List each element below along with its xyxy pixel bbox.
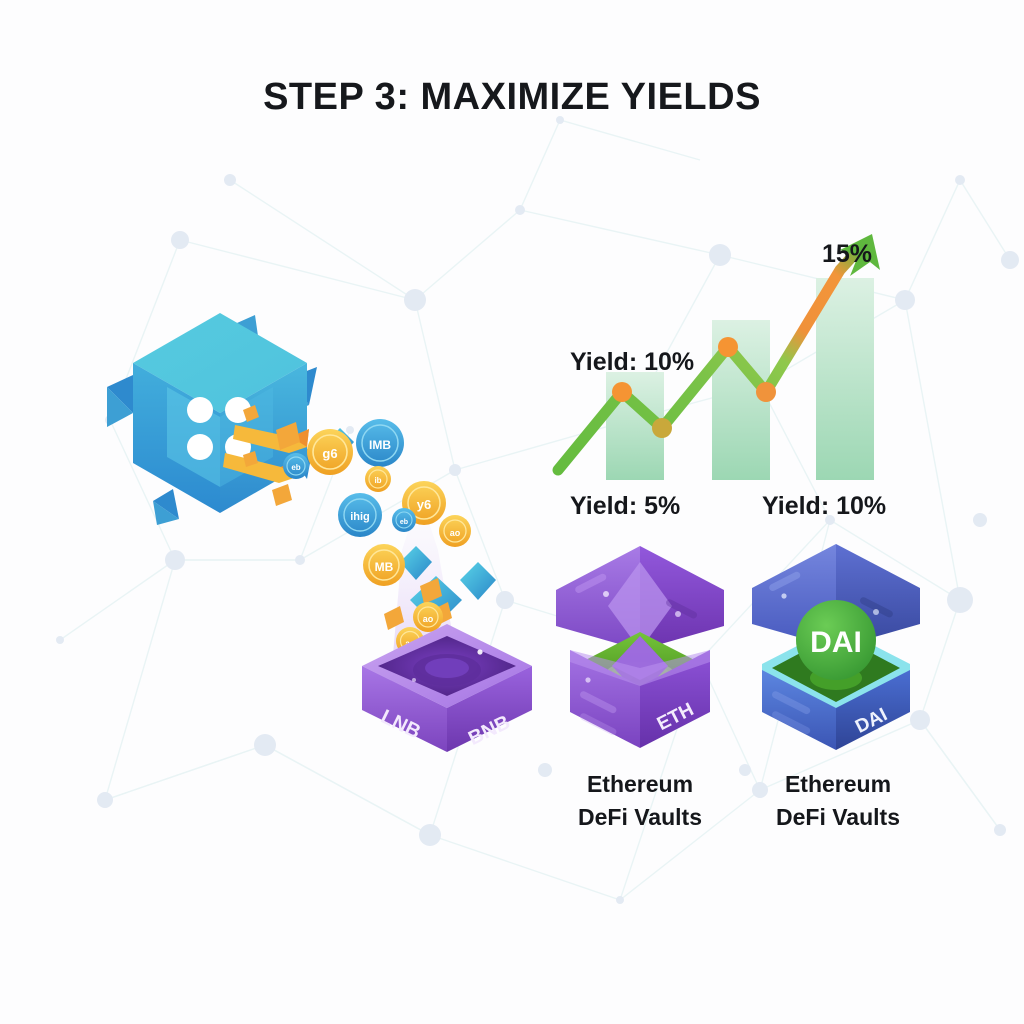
- cube-indicator-dots: [187, 397, 251, 460]
- coin-group: eb g6 IMB ib ihig: [283, 419, 471, 655]
- coin-blue-3: ihig: [338, 493, 382, 537]
- chart-arrow-head: [840, 234, 880, 276]
- svg-text:ihig: ihig: [350, 511, 370, 523]
- eth-box-face-left: [570, 650, 640, 748]
- eth-lid-diamond: [608, 562, 672, 650]
- chart-annotation-peak: 15%: [822, 240, 873, 268]
- svg-text:MB: MB: [375, 560, 394, 574]
- coin-gold-1: g6: [307, 429, 353, 475]
- bnb-face-left: [362, 666, 447, 752]
- svg-text:IMB: IMB: [369, 438, 391, 452]
- coin-blue-1: eb: [283, 453, 309, 479]
- dai-token-label: DAI: [810, 626, 862, 659]
- eth-box-face-right: [640, 650, 710, 748]
- coin-gold-4: ao: [439, 515, 471, 547]
- coin-blue-4: eb: [392, 508, 416, 532]
- coin-gold-2: ib: [365, 466, 391, 492]
- svg-text:ao: ao: [423, 614, 434, 624]
- vault-dai[interactable]: DAI DAI: [744, 540, 928, 756]
- chart-bar-3: [816, 278, 874, 480]
- vault-eth[interactable]: ETH: [548, 540, 732, 756]
- svg-text:eb: eb: [400, 519, 408, 526]
- chart-bars: [606, 278, 874, 480]
- coin-gold-5: MB: [363, 544, 405, 586]
- chart-annotation-left: Yield: 5%: [570, 492, 681, 520]
- yield-chart: [552, 234, 880, 480]
- coin-blue-2: IMB: [356, 419, 404, 467]
- svg-text:ao: ao: [450, 528, 461, 538]
- svg-text:ib: ib: [374, 476, 381, 485]
- chart-annotation-right: Yield: 10%: [762, 492, 887, 520]
- vault-bnb[interactable]: LNB BNB: [352, 618, 542, 768]
- eth-lid-right: [640, 546, 724, 650]
- coin-gold-6: ao: [413, 602, 443, 632]
- dai-box-face-left: [762, 670, 836, 750]
- chart-markers: [612, 337, 776, 438]
- page-title: STEP 3: MAXIMIZE YIELDS: [263, 76, 761, 118]
- eth-box-rim: [570, 650, 710, 686]
- dai-box-face-right: [836, 670, 910, 750]
- svg-text:g6: g6: [322, 446, 337, 461]
- chart-annotation-mid: Yield: 10%: [570, 348, 695, 376]
- dai-token-sphere: [796, 600, 876, 680]
- svg-text:y6: y6: [417, 497, 431, 512]
- svg-text:eb: eb: [291, 463, 300, 472]
- blockchain-cube: [107, 313, 317, 525]
- bnb-face-right: [447, 666, 532, 752]
- eth-lid-left: [556, 546, 640, 650]
